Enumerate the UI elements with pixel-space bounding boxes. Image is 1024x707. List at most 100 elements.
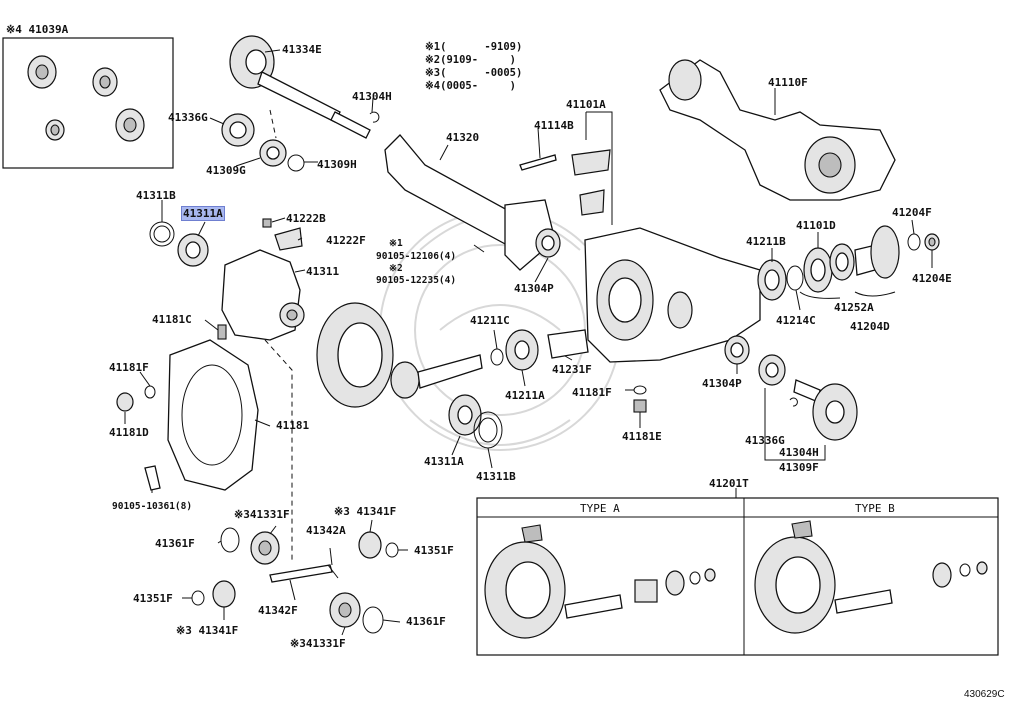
part-label-41311A-bottom[interactable]: 41311A [424,455,464,468]
note-range: ( -0005) [440,67,523,79]
part-label-41351F-right[interactable]: 41351F [414,544,454,557]
part-label-41204F[interactable]: 41204F [892,206,932,219]
part-label-41341F-top[interactable]: ※3 41341F [334,505,397,518]
note-4: ※4(0005- ) [425,80,516,92]
part-label-41110F[interactable]: 41110F [768,76,808,89]
part-label-41342A[interactable]: 41342A [306,524,346,537]
dashed-connector-2 [269,109,277,139]
differential-case-41311 [221,249,305,341]
pinion-gear-41341F-top [358,531,382,559]
part-label-41252A[interactable]: 41252A [834,301,874,314]
bolt-90105-10361 [144,465,161,491]
clip-41304H [369,111,380,123]
type-b-gearset [754,520,988,634]
type-a-gearset [484,524,716,639]
part-label-41334E[interactable]: 41334E [282,43,322,56]
part-label-41201T[interactable]: 41201T [709,477,749,490]
part-label-41342F[interactable]: 41342F [258,604,298,617]
part-label-41304H[interactable]: 41304H [352,90,392,103]
pin-41342A [327,564,339,579]
part-label-41361F-right[interactable]: 41361F [406,615,446,628]
part-label-41311A-highlighted[interactable]: 41311A [181,206,225,221]
carrier-housing [584,227,761,363]
dashed-connector [264,339,293,560]
part-label-90105-12106[interactable]: 90105-12106(4) [376,251,457,262]
part-label-41222F[interactable]: 41222F [326,234,366,247]
part-label-41320[interactable]: 41320 [446,131,480,144]
part-label-41039A[interactable]: ※4 41039A [6,23,69,36]
part-label-41181D[interactable]: 41181D [109,426,149,439]
note-1: ※1( -9109) [425,41,522,53]
note-2: ※2(9109- ) [425,54,516,66]
part-label-41331F-top[interactable]: ※341331F [234,508,290,521]
washer-41204F [907,233,921,251]
part-label-41181F[interactable]: 41181F [109,361,149,374]
race-41311B [149,221,175,247]
bracket-41101A [571,149,611,216]
part-label-90105-12235[interactable]: 90105-12235(4) [376,275,457,286]
kit-41201T-box [476,497,999,656]
part-label-41311B[interactable]: 41311B [136,189,176,202]
part-label-41304P-right[interactable]: 41304P [702,377,742,390]
part-label-41311B-bottom[interactable]: 41311B [476,470,516,483]
part-label-41211B[interactable]: 41211B [746,235,786,248]
side-gear-41331F-top [250,531,280,565]
bolt-note-mark-2: ※2 [389,263,403,274]
washer-41361F-right [362,606,384,634]
race-41311B-low [473,411,503,449]
part-label-41309H[interactable]: 41309H [317,158,357,171]
leader-41101A [585,111,613,225]
note-range: (0005- ) [440,80,516,92]
part-label-41211A-mid[interactable]: 41211A [505,389,545,402]
plug-41181D [116,392,134,412]
lock-41222F [274,227,303,251]
part-label-41304P-mid[interactable]: 41304P [514,282,554,295]
part-label-41309G[interactable]: 41309G [206,164,246,177]
part-label-41231F[interactable]: 41231F [552,363,592,376]
part-label-41204E[interactable]: 41204E [912,272,952,285]
part-label-41336G[interactable]: 41336G [168,111,208,124]
nut-41204E [924,233,940,251]
leader-lines [124,49,933,636]
part-label-41331F-bottom[interactable]: ※341331F [290,637,346,650]
washer-41211C [490,348,504,366]
part-label-41101A[interactable]: 41101A [566,98,606,111]
part-label-41101D[interactable]: 41101D [796,219,836,232]
seal-41304P-right [724,335,750,365]
part-label-41181F-mid[interactable]: 41181F [572,386,612,399]
part-label-41304H-right[interactable]: 41304H [779,446,819,459]
part-label-90105-10361[interactable]: 90105-10361(8) [112,501,193,512]
catalog-code: 430629C [964,689,1005,700]
gasket-41181F [633,385,647,395]
part-label-41351F-left[interactable]: 41351F [133,592,173,605]
part-label-41181E[interactable]: 41181E [622,430,662,443]
drive-pinion [390,354,483,399]
part-label-41214C[interactable]: 41214C [776,314,816,327]
part-label-41181[interactable]: 41181 [276,419,310,432]
part-label-41341F-bottom[interactable]: ※3 41341F [176,624,239,637]
pinion-gear-41341F-bottom [212,580,236,608]
note-3: ※3( -0005) [425,67,522,79]
clip-41304H-right [789,397,798,407]
note-mark: ※1 [425,41,441,53]
seal-41252A [829,243,855,281]
part-label-41181C[interactable]: 41181C [152,313,192,326]
spacer-41214C [786,265,804,291]
part-label-41311[interactable]: 41311 [306,265,340,278]
part-label-41361F-left[interactable]: 41361F [155,537,195,550]
kit-gear-4 [115,108,145,142]
part-label-41211C[interactable]: 41211C [470,314,510,327]
spacer-41231F [547,329,589,359]
plug-41181E [633,399,647,413]
kit-gear-1 [27,55,57,89]
flange-41204D [854,225,900,279]
part-label-41222B[interactable]: 41222B [286,212,326,225]
note-mark: ※4 [425,80,441,92]
cover-41181 [167,339,259,491]
note-mark: ※3 [425,67,441,79]
part-label-41309F[interactable]: 41309F [779,461,819,474]
part-label-41114B[interactable]: 41114B [534,119,574,132]
part-label-41336G-right[interactable]: 41336G [745,434,785,447]
part-label-41204D[interactable]: 41204D [850,320,890,333]
bolt-note-mark-1: ※1 [389,238,403,249]
